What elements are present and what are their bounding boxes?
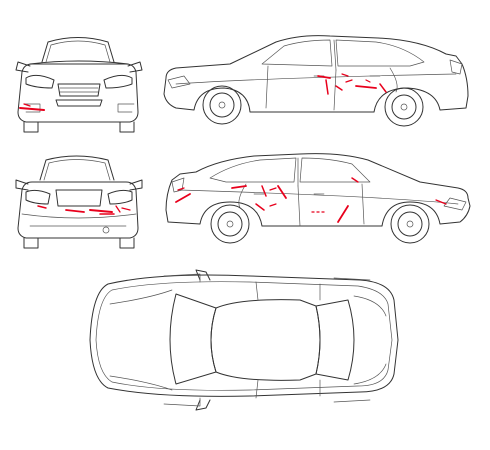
damage-mark — [435, 199, 447, 205]
damage-mark — [269, 187, 277, 191]
damage-mark — [269, 203, 277, 207]
damage-mark — [379, 83, 387, 93]
damage-marks-left-side — [317, 73, 387, 95]
damage-mark — [351, 177, 359, 183]
damage-mark — [355, 85, 377, 89]
car-top-view[interactable] — [89, 269, 399, 411]
damage-mark — [23, 103, 31, 107]
damage-mark — [89, 209, 113, 213]
damage-mark — [325, 79, 329, 95]
damage-marks-rear — [37, 205, 131, 215]
damage-mark — [261, 185, 267, 197]
damage-mark — [345, 79, 353, 83]
damage-mark — [121, 207, 131, 211]
damage-mark — [175, 193, 191, 203]
damage-mark — [65, 209, 85, 213]
car-right-side-view[interactable] — [165, 153, 471, 244]
damage-mark — [365, 79, 371, 83]
damage-mark — [37, 205, 47, 209]
damage-mark — [317, 75, 331, 79]
car-left-side-view[interactable] — [163, 35, 469, 127]
damage-marks-right-side — [175, 177, 447, 223]
damage-mark — [255, 203, 265, 211]
damage-mark — [115, 205, 121, 213]
damage-mark — [231, 185, 247, 189]
damage-marks-front — [19, 103, 45, 111]
damage-mark — [19, 107, 45, 111]
damage-mark — [335, 85, 343, 91]
car-rear-view[interactable] — [15, 155, 143, 249]
damage-mark — [337, 205, 349, 223]
damage-mark — [177, 187, 185, 191]
damage-mark — [277, 185, 287, 199]
car-front-view[interactable] — [15, 37, 143, 133]
damage-mark — [341, 73, 349, 77]
